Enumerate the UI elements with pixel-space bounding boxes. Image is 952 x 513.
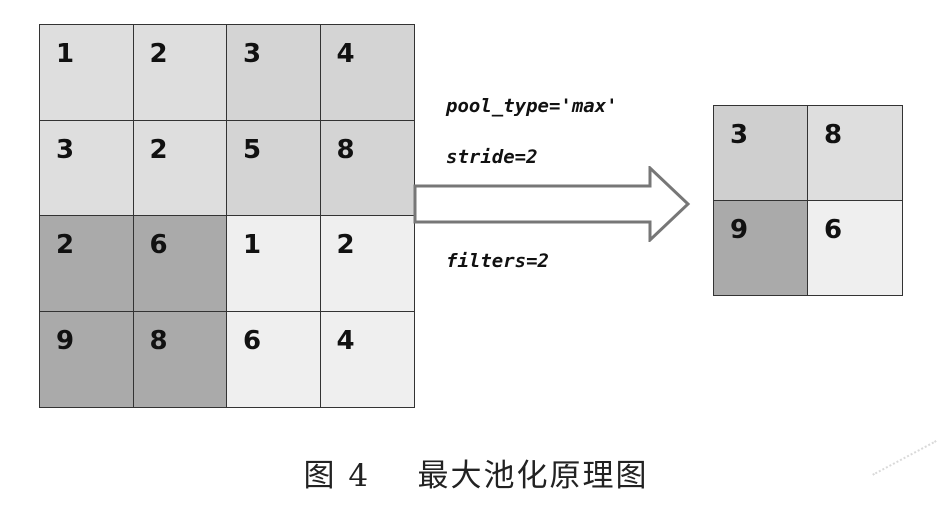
input-cell-r1-c1: 1 [40, 25, 134, 121]
param-pool-type: pool_type='max' [446, 95, 618, 117]
input-cell-r4-c4: 4 [320, 311, 414, 407]
input-cell-value: 8 [149, 325, 168, 356]
input-cell-r3-c4: 2 [320, 216, 414, 312]
input-cell-value: 2 [56, 230, 75, 260]
input-cell-value: 1 [56, 39, 75, 69]
input-cell-value: 2 [149, 134, 168, 165]
input-cell-r4-c2: 8 [133, 311, 227, 407]
input-cell-value: 4 [336, 325, 355, 356]
output-cell-value: 9 [730, 214, 749, 245]
input-cell-value: 5 [243, 134, 262, 165]
output-cell-value: 6 [824, 214, 843, 245]
input-cell-r1-c2: 2 [133, 25, 227, 121]
input-cell-value: 2 [149, 39, 168, 69]
input-cell-value: 1 [243, 230, 262, 260]
input-cell-r3-c2: 6 [133, 216, 227, 312]
input-cell-r3-c3: 1 [227, 216, 321, 312]
input-cell-r1-c4: 4 [320, 25, 414, 121]
output-cell-value: 8 [824, 120, 843, 150]
input-cell-value: 3 [56, 134, 75, 165]
right-arrow-icon [413, 166, 691, 242]
input-cell-value: 2 [336, 230, 355, 260]
input-cell-value: 3 [243, 39, 262, 69]
output-cell-r2-c2: 6 [808, 200, 902, 295]
input-cell-r3-c1: 2 [40, 216, 134, 312]
input-cell-value: 8 [336, 134, 355, 165]
input-cell-r2-c1: 3 [40, 120, 134, 216]
input-cell-r2-c4: 8 [320, 120, 414, 216]
param-stride: stride=2 [446, 146, 538, 168]
input-cell-r4-c1: 9 [40, 311, 134, 407]
arrow-shape [413, 166, 691, 242]
output-cell-r1-c2: 8 [808, 106, 902, 201]
input-cell-value: 6 [149, 230, 168, 260]
input-cell-value: 6 [243, 325, 262, 356]
input-cell-r1-c3: 3 [227, 25, 321, 121]
output-matrix: 3 8 9 6 [713, 105, 903, 296]
input-cell-r2-c2: 2 [133, 120, 227, 216]
input-cell-r4-c3: 6 [227, 311, 321, 407]
input-cell-r2-c3: 5 [227, 120, 321, 216]
output-cell-r2-c1: 9 [714, 200, 808, 295]
input-cell-value: 9 [56, 325, 75, 356]
output-cell-value: 3 [730, 120, 749, 150]
input-matrix: 1 2 3 4 3 2 5 8 2 6 1 2 9 8 6 4 [39, 24, 415, 408]
output-cell-r1-c1: 3 [714, 106, 808, 201]
figure-caption: 图 4 最大池化原理图 [303, 458, 649, 494]
input-cell-value: 4 [336, 39, 355, 69]
param-filters: filters=2 [446, 250, 549, 272]
